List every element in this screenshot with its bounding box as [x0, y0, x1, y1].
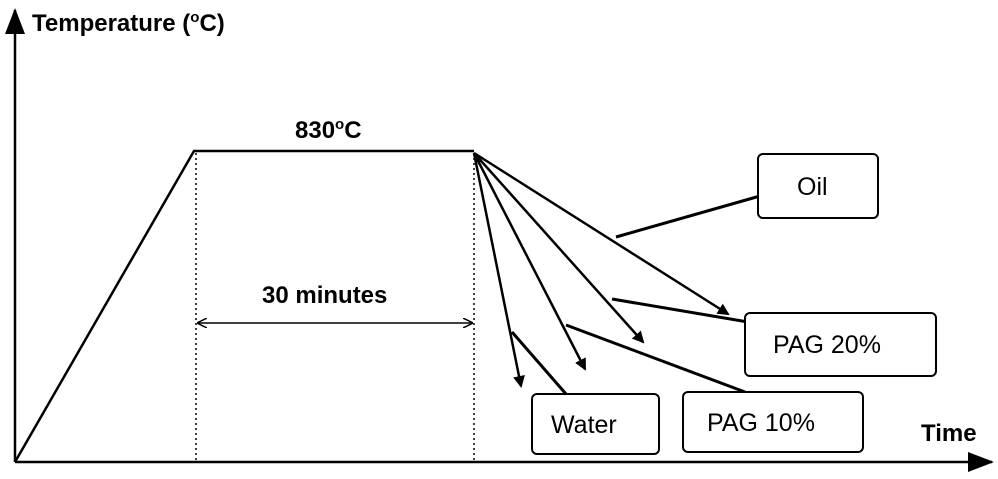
oil-label: Oil [797, 173, 828, 201]
pag10-box: PAG 10% [682, 391, 864, 453]
cooling-curve-oil [473, 151, 730, 316]
x-axis-label: Time [921, 420, 977, 447]
y-axis-label: Temperature (oC) [32, 9, 225, 37]
cooling-curve-pag10 [472, 152, 587, 371]
water-leader [510, 331, 568, 395]
hold-temperature-label: 830oC [295, 116, 362, 144]
temperature-profile [13, 149, 474, 463]
cooling-curve-water [472, 152, 525, 388]
oil-leader [615, 194, 761, 239]
pag10-leader [565, 323, 746, 394]
pag20-leader [611, 297, 749, 324]
cooling-curve-pag20 [473, 152, 645, 344]
water-box: Water [531, 393, 660, 455]
pag20-box: PAG 20% [744, 312, 937, 377]
oil-box: Oil [757, 153, 879, 219]
water-label: Water [551, 411, 617, 439]
duration-label: 30 minutes [262, 282, 387, 309]
pag20-label: PAG 20% [773, 331, 881, 359]
pag10-label: PAG 10% [707, 409, 815, 437]
